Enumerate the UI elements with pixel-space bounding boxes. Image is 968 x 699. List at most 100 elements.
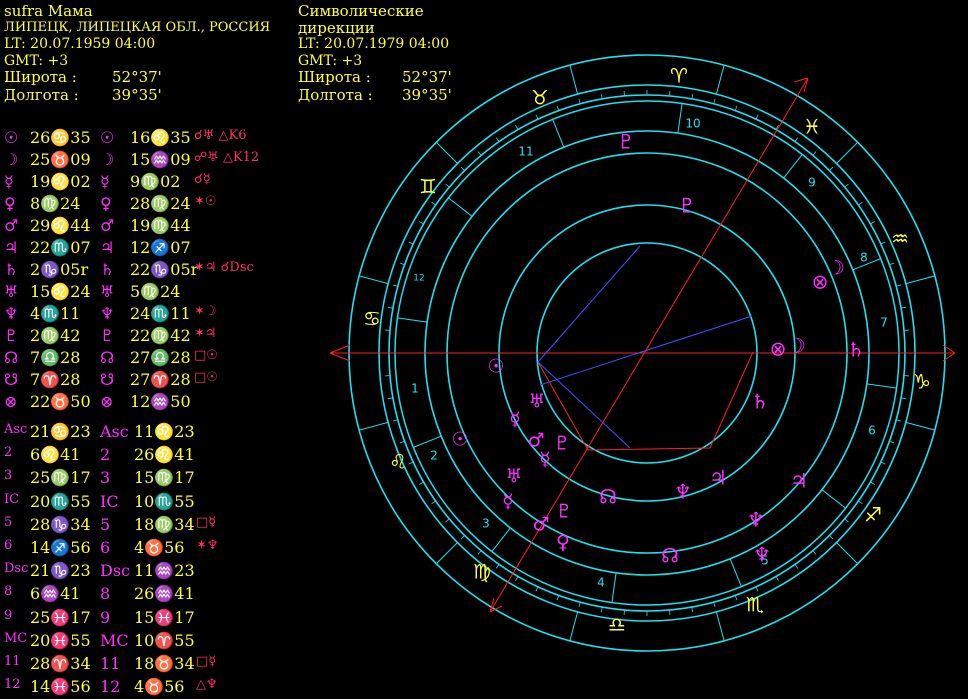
- natal-planet-icon: ☿: [539, 449, 551, 471]
- degree-tick: [756, 587, 758, 592]
- natal-planet-icon: ♅: [528, 391, 545, 413]
- directed-planet-icon: ☊: [661, 544, 679, 568]
- natal-planet-icon: ☿: [509, 409, 521, 431]
- degree-tick: [557, 595, 559, 600]
- natal-planet-icon: ☉: [451, 429, 468, 451]
- degree-tick: [813, 152, 816, 156]
- directed-planet-icon: ⊗: [770, 337, 787, 361]
- degree-tick: [901, 307, 906, 308]
- house-number: 11: [518, 145, 533, 159]
- zodiac-sign-icon: ♈: [670, 64, 688, 88]
- degree-tick: [692, 94, 693, 99]
- directed-planet-icon: ♆: [674, 480, 692, 504]
- house-number: 3: [482, 517, 490, 531]
- degree-tick: [735, 106, 737, 111]
- degree-tick: [889, 441, 894, 443]
- directed-planet-icon: ☽: [827, 256, 845, 280]
- degree-tick: [516, 125, 519, 129]
- degree-tick: [776, 576, 779, 580]
- zodiac-divider: [716, 612, 724, 641]
- degree-tick: [446, 184, 450, 187]
- degree-tick: [845, 184, 849, 187]
- degree-tick: [419, 482, 423, 485]
- house-number: 12: [413, 274, 424, 284]
- directed-planet-icon: ☊: [599, 485, 617, 509]
- house-divider: [822, 490, 846, 508]
- house-divider: [448, 198, 472, 216]
- degree-tick: [896, 285, 901, 286]
- degree-tick: [795, 138, 798, 142]
- house-divider: [397, 318, 427, 322]
- degree-tick: [870, 482, 874, 485]
- zodiac-divider: [570, 65, 578, 94]
- house-number: 10: [685, 117, 700, 131]
- degree-tick: [901, 398, 906, 399]
- natal-planet-icon: ♅: [505, 466, 522, 488]
- degree-tick: [756, 115, 758, 120]
- aspect-line-blue: [538, 362, 630, 448]
- chart-wheel: ♈♉♓♊♒♋♑♌♐♍♏♎123456789101112♇☽⊗♄☽⊗♄♆♆☊♃♃☊…: [0, 0, 968, 682]
- degree-tick: [496, 138, 499, 142]
- house-number: 9: [808, 176, 816, 190]
- house-divider: [867, 384, 897, 388]
- zodiac-sign-icon: ♒: [891, 227, 909, 251]
- house-number: 6: [868, 424, 876, 438]
- degree-tick: [579, 602, 580, 607]
- zodiac-sign-icon: ♑: [913, 370, 931, 394]
- natal-planet-icon: ♀: [556, 532, 570, 554]
- degree-tick: [714, 602, 715, 607]
- directed-planet-icon: ♄: [751, 390, 769, 414]
- degree-tick: [536, 587, 538, 592]
- zodiac-sign-icon: ♋: [363, 307, 381, 331]
- degree-tick: [400, 441, 405, 443]
- degree-tick: [795, 564, 798, 568]
- degree-tick: [714, 99, 715, 104]
- degree-tick: [496, 564, 499, 568]
- zodiac-sign-icon: ♎: [608, 613, 626, 637]
- degree-tick: [896, 420, 901, 421]
- zodiac-divider: [837, 142, 858, 163]
- degree-tick: [393, 420, 398, 421]
- directed-planet-icon: ♆: [753, 543, 771, 567]
- house-divider: [678, 103, 682, 133]
- degree-tick: [881, 462, 886, 464]
- degree-tick: [845, 519, 849, 522]
- degree-tick: [692, 607, 693, 612]
- house-divider: [784, 154, 802, 178]
- house-number: 2: [430, 449, 438, 463]
- natal-planet-icon: ♂: [532, 514, 549, 536]
- natal-planet-icon: ☿: [502, 491, 514, 513]
- zodiac-sign-icon: ♐: [864, 503, 882, 527]
- degree-tick: [432, 202, 436, 205]
- natal-planet-icon: ♇: [553, 433, 570, 455]
- zodiac-sign-icon: ♓: [803, 115, 821, 139]
- degree-tick: [829, 167, 833, 171]
- house-number: 7: [880, 316, 888, 330]
- aspect-line-blue: [538, 246, 640, 362]
- degree-tick: [432, 501, 436, 504]
- degree-tick: [735, 595, 737, 600]
- zodiac-sign-icon: ♉: [531, 86, 549, 110]
- degree-tick: [393, 285, 398, 286]
- zodiac-divider: [436, 543, 457, 564]
- house-number: 1: [411, 382, 419, 396]
- house-divider: [730, 559, 741, 587]
- degree-tick: [601, 607, 602, 612]
- degree-tick: [419, 222, 423, 225]
- directed-planet-icon: ⊗: [812, 270, 829, 294]
- zodiac-sign-icon: ♌: [389, 450, 407, 474]
- directed-planet-icon: ♇: [678, 194, 696, 218]
- degree-tick: [889, 263, 894, 265]
- zodiac-divider: [716, 65, 724, 94]
- zodiac-divider: [837, 543, 858, 564]
- house-divider: [492, 528, 510, 552]
- zodiac-sign-icon: ♊: [419, 175, 437, 199]
- house-number: 8: [860, 251, 868, 265]
- zodiac-sign-icon: ♍: [473, 560, 491, 584]
- degree-tick: [858, 501, 862, 504]
- degree-tick: [829, 535, 833, 539]
- degree-tick: [478, 551, 481, 555]
- directed-planet-icon: ♃: [709, 466, 727, 490]
- natal-planet-icon: ♇: [555, 501, 572, 523]
- degree-tick: [478, 152, 481, 156]
